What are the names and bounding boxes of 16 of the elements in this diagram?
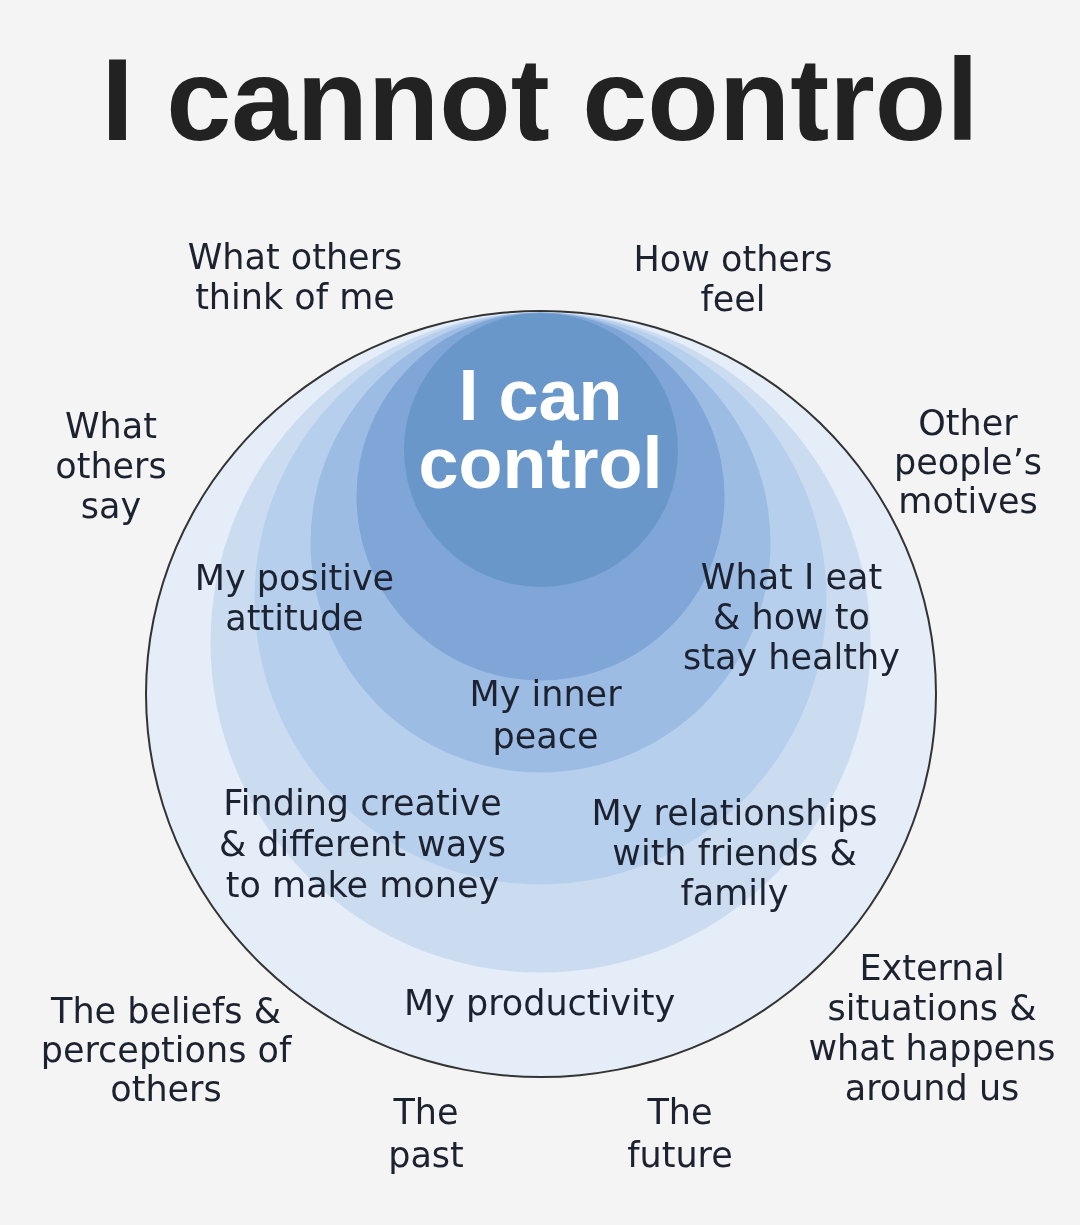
- item-label: Finding creative & different ways to make money: [218, 782, 507, 906]
- item-label: What I eat & how to stay healthy: [683, 556, 900, 677]
- title: I cannot control: [101, 41, 979, 158]
- item-label: My productivity: [403, 982, 676, 1023]
- outside-label: External situations & what happens around us: [808, 948, 1056, 1108]
- circle-heading: I can control: [418, 360, 663, 497]
- outside-label: The beliefs & perceptions of others: [40, 992, 292, 1109]
- outside-label: The past: [388, 1091, 464, 1177]
- item-label: My relationships with friends & family: [591, 792, 878, 913]
- outside-label: What others think of me: [187, 237, 403, 317]
- outside-label: How others feel: [633, 239, 833, 319]
- outside-label: Other people’s motives: [894, 404, 1042, 521]
- outside-label: What others say: [55, 406, 167, 526]
- outside-label: The future: [627, 1091, 733, 1177]
- item-label: My positive attitude: [194, 557, 395, 638]
- item-label: My inner peace: [469, 672, 622, 757]
